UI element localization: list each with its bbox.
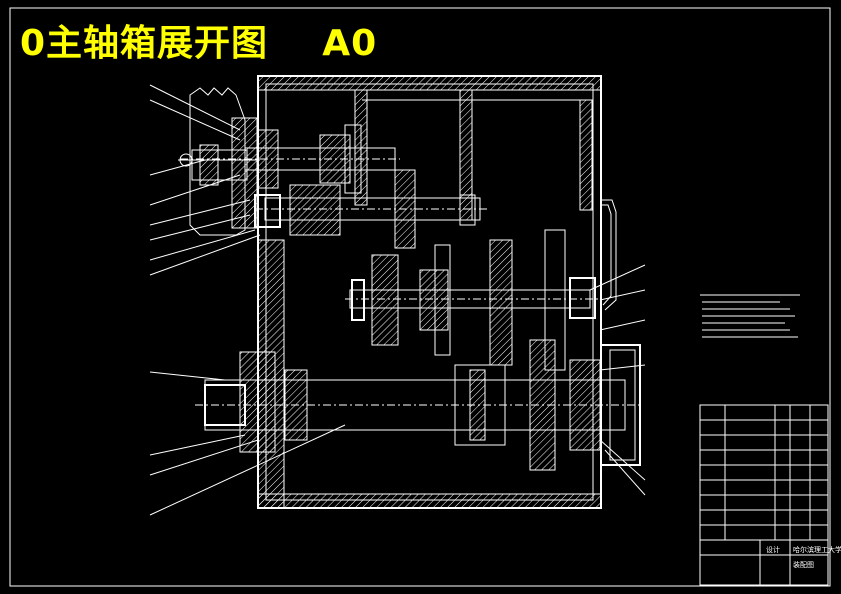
input-shaft: [180, 124, 400, 194]
outer-border: [9, 7, 831, 587]
pulley-assembly: [178, 87, 260, 236]
parts-list: [699, 404, 829, 586]
school-name: 哈尔滨理工大学: [793, 545, 841, 554]
drawing-name: 装配图: [793, 560, 814, 569]
designer-label: 设计: [766, 545, 780, 554]
shaft-three: [345, 229, 600, 371]
shaft-two: [254, 169, 490, 249]
leader-lines: [149, 84, 646, 516]
drawing-title: 0主轴箱展开图 A0: [20, 22, 377, 66]
gearbox-housing: [257, 75, 617, 509]
title-text: 0主轴箱展开图: [20, 23, 269, 64]
technical-notes: [700, 294, 800, 338]
size-label: A0: [322, 23, 378, 64]
main-spindle: [195, 339, 641, 471]
